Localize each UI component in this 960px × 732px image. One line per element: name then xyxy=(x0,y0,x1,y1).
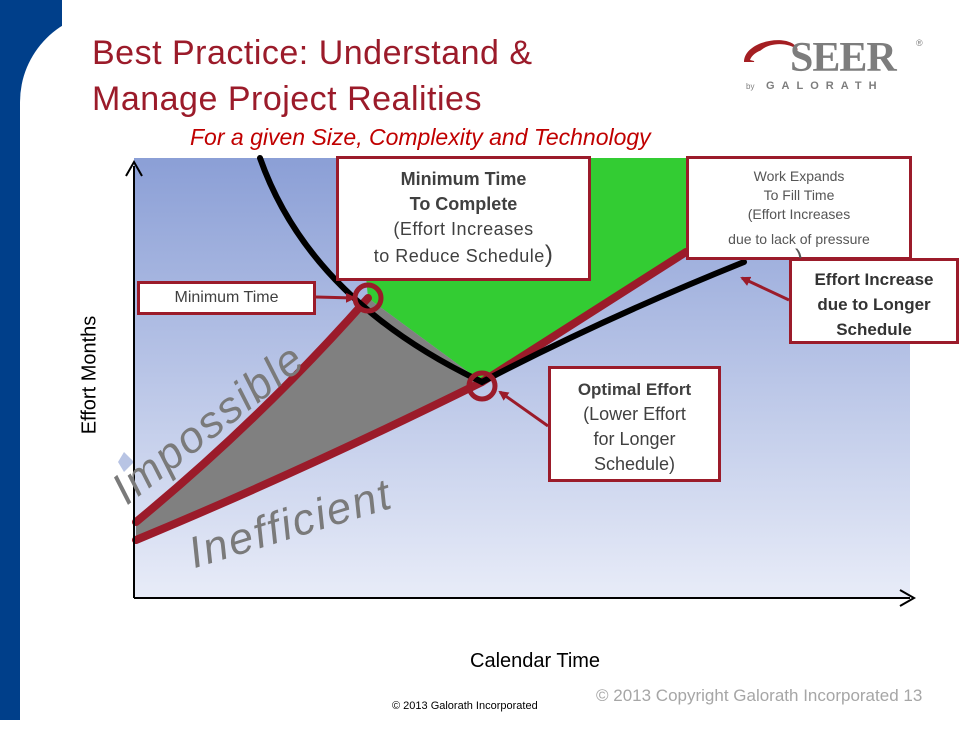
x-axis-arrowhead xyxy=(899,589,917,607)
callout-paren: ) xyxy=(544,241,554,268)
impossible-boundary-line xyxy=(132,294,372,526)
gray-inefficient-region xyxy=(136,298,482,540)
slide-subtitle: For a given Size, Complexity and Technol… xyxy=(190,124,651,150)
work-expands-line xyxy=(478,248,690,386)
decorative-diamond xyxy=(118,452,134,472)
callout-line: (Effort Increases xyxy=(747,206,851,222)
callout-line: Effort Increase xyxy=(814,270,934,289)
inefficient-boundary-line xyxy=(132,378,486,544)
callout-line: To Fill Time xyxy=(763,187,835,203)
callout-line: due to Longer xyxy=(817,295,931,314)
callout-minimum-time-to-complete: Minimum Time To Complete (Effort Increas… xyxy=(336,156,591,281)
callout-line: due to lack of pressure xyxy=(728,231,870,247)
logo-by: by xyxy=(746,82,755,91)
callout-optimal-effort: Optimal Effort (Lower Effort for Longer … xyxy=(548,366,721,482)
seer-swoosh-icon xyxy=(744,40,798,62)
callout-line: To Complete xyxy=(409,194,518,214)
seer-logo: SEER ® by GALORATH xyxy=(740,30,930,100)
optimal-effort-marker xyxy=(466,370,498,402)
footer-copyright-page: © 2013 Copyright Galorath Incorporated 1… xyxy=(596,686,923,705)
callout-line: Schedule xyxy=(836,320,912,339)
y-axis-label: Effort Months xyxy=(78,315,101,435)
callout-line: to Reduce Schedule xyxy=(373,246,545,266)
logo-wordmark: SEER xyxy=(790,35,897,81)
x-axis-label: Calendar Time xyxy=(470,650,601,672)
callout-minimum-time: Minimum Time xyxy=(137,281,316,315)
footer-copyright-small: © 2013 Galorath Incorporated xyxy=(392,700,538,712)
callout-line: for Longer xyxy=(593,429,676,449)
slide-title-line2: Manage Project Realities xyxy=(92,80,482,118)
callout-work-expands: Work Expands To Fill Time (Effort Increa… xyxy=(686,156,912,271)
callout-effort-increase: Effort Increase due to Longer Schedule xyxy=(789,258,959,344)
optimal-effort-arrow xyxy=(498,390,549,428)
logo-registered-mark: ® xyxy=(916,38,923,48)
effort-increase-arrow xyxy=(740,276,790,302)
logo-company: GALORATH xyxy=(766,80,884,92)
callout-line: (Effort Increases xyxy=(393,219,534,239)
effort-schedule-curve xyxy=(257,155,747,386)
callout-line: (Lower Effort xyxy=(583,404,686,424)
y-axis-arrowhead xyxy=(125,159,143,177)
callout-line: Optimal Effort xyxy=(577,380,692,399)
slide-title-line1: Best Practice: Understand & xyxy=(92,34,533,72)
callout-line: Work Expands xyxy=(753,168,845,184)
minimum-time-arrow xyxy=(315,292,356,303)
slide-title: Best Practice: Understand & Manage Proje… xyxy=(92,30,533,122)
callout-line: Schedule) xyxy=(593,454,676,474)
callout-line: Minimum Time xyxy=(400,169,527,189)
